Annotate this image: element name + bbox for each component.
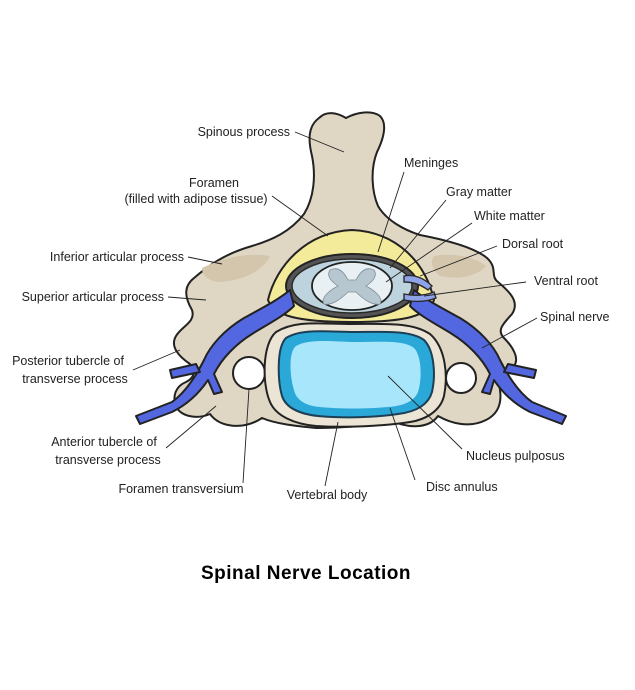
spinal-nerve-left-branch: [169, 363, 201, 379]
right-articular-shade: [432, 254, 486, 278]
label-inferior-articular-process: Inferior articular process: [50, 250, 184, 264]
nucleus-pulposus: [290, 341, 421, 409]
label-foramen-transversium: Foramen transversium: [118, 482, 243, 496]
dorsal-root: [403, 274, 433, 291]
inferior-articular-shade: [202, 254, 270, 282]
label-foramen-detail: (filled with adipose tissue): [124, 192, 267, 206]
foramen-transversarium-right: [445, 362, 477, 394]
label-nucleus-pulposus: Nucleus pulposus: [466, 449, 565, 463]
spinal-nerve-right: [409, 289, 567, 425]
label-posterior-tubercle-detail: transverse process: [22, 372, 128, 386]
label-meninges: Meninges: [404, 156, 458, 170]
label-spinal-nerve: Spinal nerve: [540, 310, 610, 324]
label-white-matter: White matter: [474, 209, 545, 223]
ventral-root: [403, 291, 437, 303]
label-anterior-tubercle-detail: transverse process: [55, 453, 161, 467]
label-vertebral-body: Vertebral body: [287, 488, 368, 502]
label-posterior-tubercle: Posterior tubercle of: [12, 354, 124, 368]
spinal-nerve-right-branch: [503, 363, 537, 379]
gray-matter: [322, 268, 382, 305]
label-spinous-process: Spinous process: [198, 125, 290, 139]
label-dorsal-root: Dorsal root: [502, 237, 564, 251]
spinal-nerve-left: [135, 289, 295, 425]
label-superior-articular-process: Superior articular process: [22, 290, 164, 304]
label-disc-annulus: Disc annulus: [426, 480, 498, 494]
label-ventral-root: Ventral root: [534, 274, 598, 288]
label-anterior-tubercle: Anterior tubercle of: [51, 435, 157, 449]
foramen-transversarium-left: [232, 356, 266, 390]
label-gray-matter: Gray matter: [446, 185, 512, 199]
figure-caption: Spinal Nerve Location: [200, 563, 412, 584]
label-foramen: Foramen: [189, 176, 239, 190]
leader-lines: [132, 131, 538, 487]
